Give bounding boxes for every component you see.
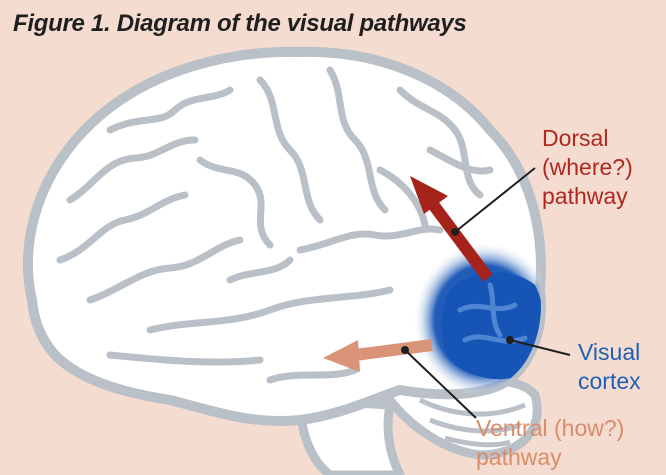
ventral-label-line2: pathway [476,444,562,470]
figure-title: Figure 1. Diagram of the visual pathways [13,10,467,37]
ventral-arrow [323,339,433,372]
ventral-pathway-label: Ventral (how?) pathway [476,414,624,472]
leader-lines [404,167,571,419]
dorsal-label-line2: (where?) [542,154,633,180]
dorsal-label-line1: Dorsal [542,125,609,151]
dorsal-arrow [410,176,493,282]
leader-dots [401,228,514,354]
visual-label-line1: Visual [578,339,641,365]
ventral-label-line1: Ventral (how?) [476,415,625,441]
dorsal-pathway-label: Dorsal (where?) pathway [542,124,633,211]
cortex-folds [457,282,528,344]
brain-folds [56,66,494,384]
dorsal-label-line3: pathway [542,183,628,209]
visual-label-line2: cortex [578,368,641,394]
visual-cortex-label: Visual cortex [578,338,641,396]
